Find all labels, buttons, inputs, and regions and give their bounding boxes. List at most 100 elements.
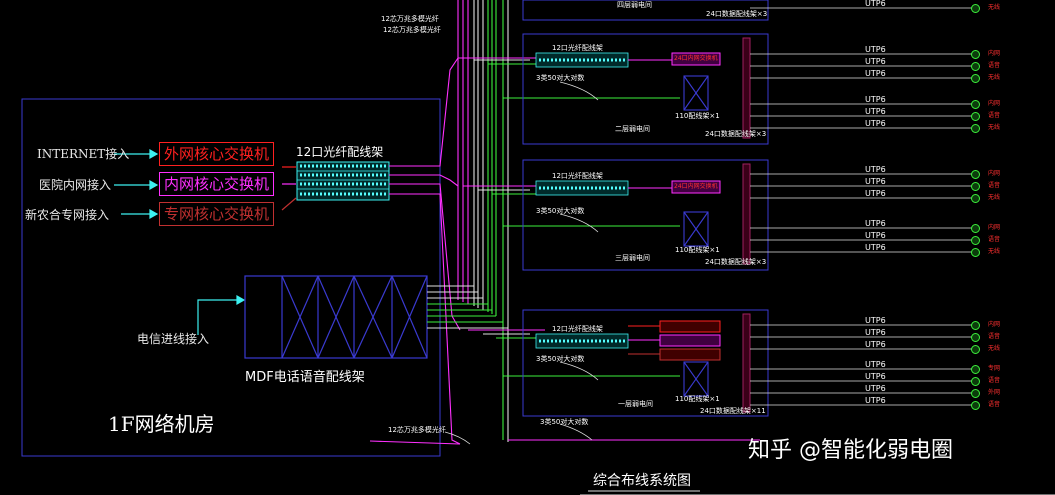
- outlet-label: 语音: [988, 182, 1001, 189]
- switch-links: [281, 166, 297, 211]
- diagram-title: 综合布线系统图: [593, 473, 691, 489]
- outlet-label: 内网: [988, 170, 1001, 177]
- utp-label: UTP6: [865, 243, 886, 252]
- internet-input-label: INTERNET接入: [37, 147, 130, 161]
- outlet-icon: [971, 401, 980, 410]
- main-fiber-panel-label: 12口光纤配线架: [296, 145, 384, 159]
- outlet-icon: [971, 112, 980, 121]
- outlet-icon: [971, 170, 980, 179]
- outlet-label: 内网: [988, 50, 1001, 57]
- mdf-label: MDF电话语音配线架: [245, 370, 365, 385]
- floor-cabinets: [522, 0, 769, 417]
- f2-unit-panel: 24口数据配线架×3: [705, 130, 767, 138]
- floor-switches: [659, 52, 721, 361]
- data-patch-columns: [742, 37, 751, 413]
- utp-label: UTP6: [865, 165, 886, 174]
- cable-label-2: 12芯万兆多模光纤: [383, 26, 441, 34]
- outlet-icon: [971, 182, 980, 191]
- outlet-icon: [971, 377, 980, 386]
- outlet-label: 内网: [988, 224, 1001, 231]
- utp-label: UTP6: [865, 384, 886, 393]
- dedicated-core-switch: 专网核心交换机: [159, 202, 275, 226]
- utp-label: UTP6: [865, 360, 886, 369]
- outlet-label: 无线: [988, 124, 1001, 131]
- telecom-input-label: 电信进线接入: [137, 332, 210, 346]
- outlet-label: 无线: [988, 4, 1001, 11]
- outlet-icon: [971, 100, 980, 109]
- f2-switch-label: 24口内网交换机: [674, 55, 718, 62]
- f3-unit-panel: 24口数据配线架×3: [705, 258, 767, 266]
- utp-lines: [750, 7, 975, 406]
- outlet-icon: [971, 124, 980, 133]
- utp-label: UTP6: [865, 177, 886, 186]
- network-room-frame: [21, 98, 441, 457]
- utp-label: UTP6: [865, 45, 886, 54]
- f1-unit-name: 一层弱电间: [618, 400, 653, 408]
- outlet-label: 内网: [988, 321, 1001, 328]
- outlet-icon: [971, 4, 980, 13]
- outlet-label: 无线: [988, 194, 1001, 201]
- voice-curves: [444, 81, 599, 445]
- utp-label: UTP6: [865, 340, 886, 349]
- outlet-label: 无线: [988, 74, 1001, 81]
- top-unit-panel: 24口数据配线架×3: [706, 10, 768, 18]
- outlet-icon: [971, 62, 980, 71]
- utp-label: UTP6: [865, 107, 886, 116]
- utp-label: UTP6: [865, 219, 886, 228]
- cable-label-bottom: 12芯万兆多模光纤: [388, 426, 446, 434]
- outlet-label: 语音: [988, 236, 1001, 243]
- input-arrows: [114, 148, 246, 335]
- utp-label: UTP6: [865, 189, 886, 198]
- outlet-label: 语音: [988, 62, 1001, 69]
- outlet-label: 无线: [988, 248, 1001, 255]
- outlet-label: 专网: [988, 365, 1001, 372]
- utp-label: UTP6: [865, 57, 886, 66]
- outlet-icon: [971, 365, 980, 374]
- outlet-icon: [971, 248, 980, 257]
- bottom-voice-label: 3类50对大对数: [540, 418, 589, 426]
- network-room-label: 1F网络机房: [108, 412, 215, 436]
- floor-fiber-ports: [539, 58, 625, 343]
- outlet-icon: [971, 50, 980, 59]
- utp-label: UTP6: [865, 231, 886, 240]
- outlet-icon: [971, 224, 980, 233]
- outlet-label: 语音: [988, 333, 1001, 340]
- utp-label: UTP6: [865, 328, 886, 337]
- f1-fiber-label: 12口光纤配线架: [552, 325, 603, 333]
- outlet-icon: [971, 194, 980, 203]
- f3-fiber-label: 12口光纤配线架: [552, 172, 603, 180]
- hospital-intranet-input-label: 医院内网接入: [39, 178, 112, 192]
- external-core-switch: 外网核心交换机: [159, 142, 275, 166]
- utp-label: UTP6: [865, 95, 886, 104]
- outlet-label: 无线: [988, 345, 1001, 352]
- f3-unit-name: 三层弱电间: [615, 254, 650, 262]
- outlet-icon: [971, 74, 980, 83]
- floor-110-blocks: [683, 75, 709, 397]
- utp-label: UTP6: [865, 372, 886, 381]
- outlet-label: 语音: [988, 401, 1001, 408]
- outlet-label: 语音: [988, 112, 1001, 119]
- f2-unit-name: 二层弱电间: [615, 125, 650, 133]
- outlet-icon: [971, 236, 980, 245]
- f2-110-label: 110配线架×1: [675, 112, 720, 120]
- nrcms-input-label: 新农合专网接入: [25, 208, 110, 222]
- outlet-icon: [971, 345, 980, 354]
- outlet-icon: [971, 389, 980, 398]
- f3-110-label: 110配线架×1: [675, 246, 720, 254]
- outlet-label: 语音: [988, 377, 1001, 384]
- top-unit-name: 四层弱电间: [617, 1, 652, 9]
- floor-fiber-panels: [535, 52, 629, 349]
- panel-switch-links: [628, 59, 672, 355]
- cable-label-1: 12芯万兆多模光纤: [381, 15, 439, 23]
- f3-switch-label: 24口内网交换机: [674, 183, 718, 190]
- main-fiber-panel: [296, 161, 390, 201]
- f2-voice-label: 3类50对大对数: [536, 74, 585, 82]
- internal-core-switch: 内网核心交换机: [159, 172, 275, 196]
- outlet-label: 外网: [988, 389, 1001, 396]
- utp-label: UTP6: [865, 69, 886, 78]
- utp-label: UTP6: [865, 316, 886, 325]
- outlet-icon: [971, 333, 980, 342]
- outlet-label: 内网: [988, 100, 1001, 107]
- f1-voice-label: 3类50对大对数: [536, 355, 585, 363]
